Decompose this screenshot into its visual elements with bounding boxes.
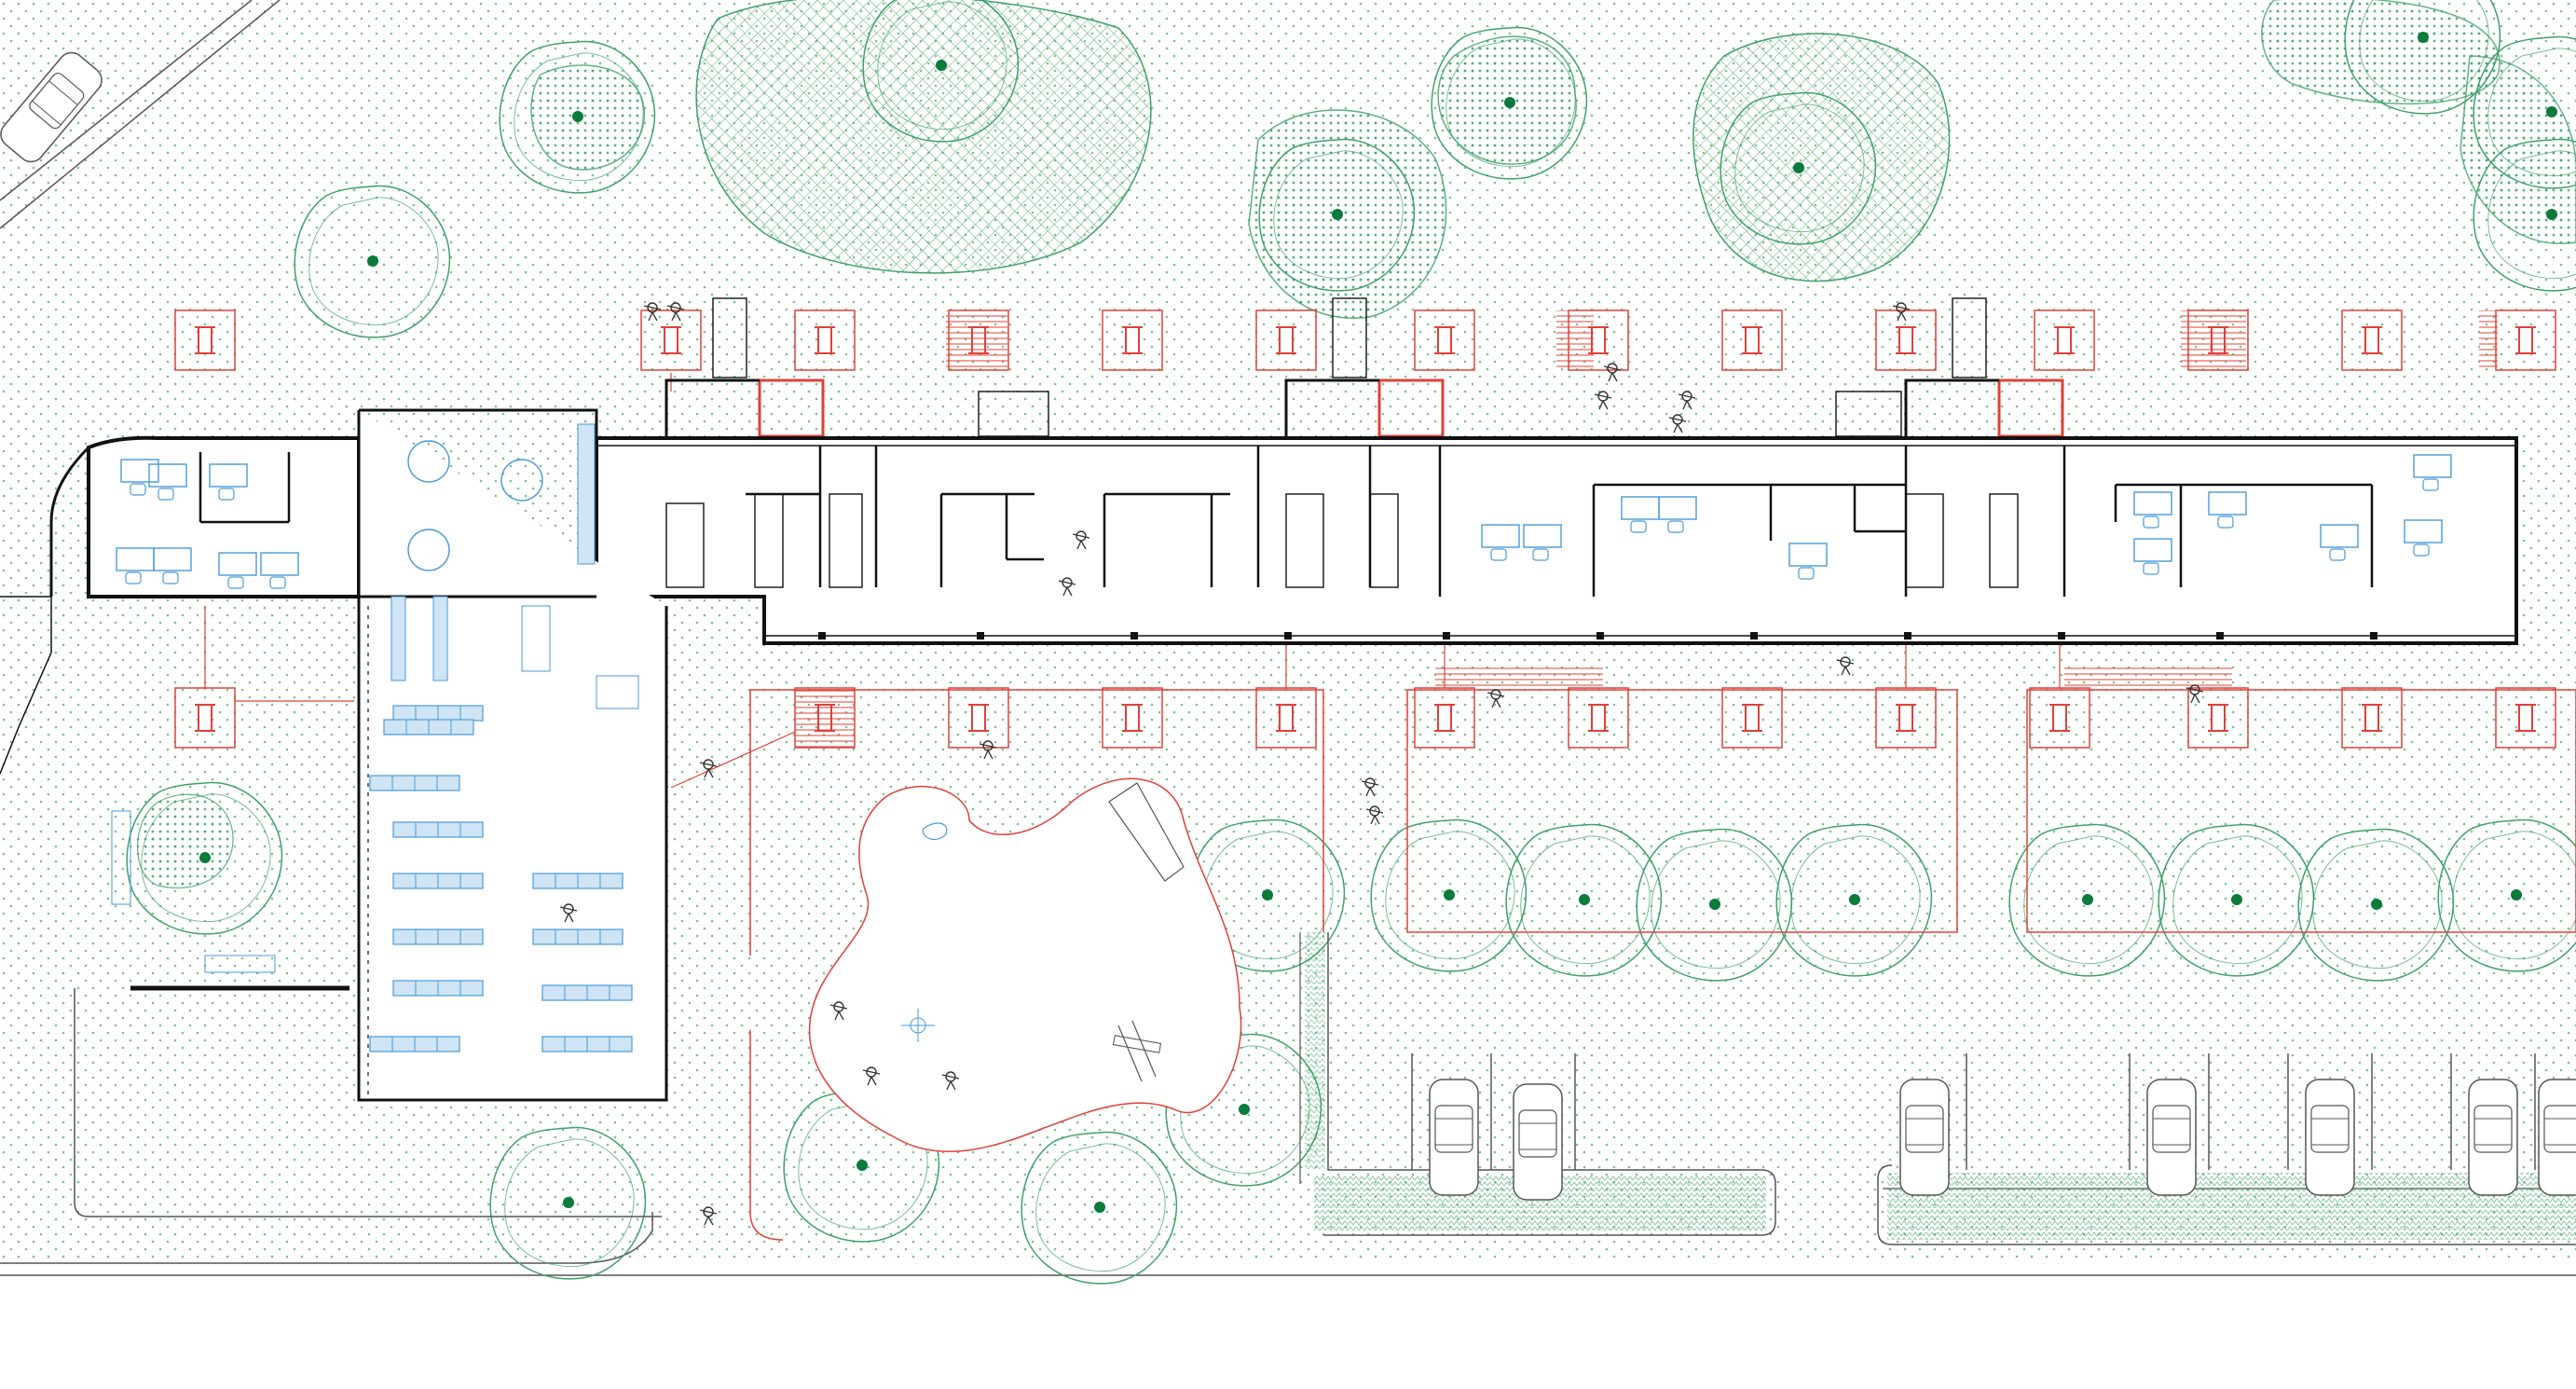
building-walls: [0, 297, 2518, 1217]
playground: [808, 777, 1242, 1153]
furniture: [111, 423, 2452, 1052]
parking-bay-lines: [1411, 1053, 2536, 1170]
parking: [0, 47, 2576, 1245]
red-grid-markers: [174, 309, 2576, 1241]
